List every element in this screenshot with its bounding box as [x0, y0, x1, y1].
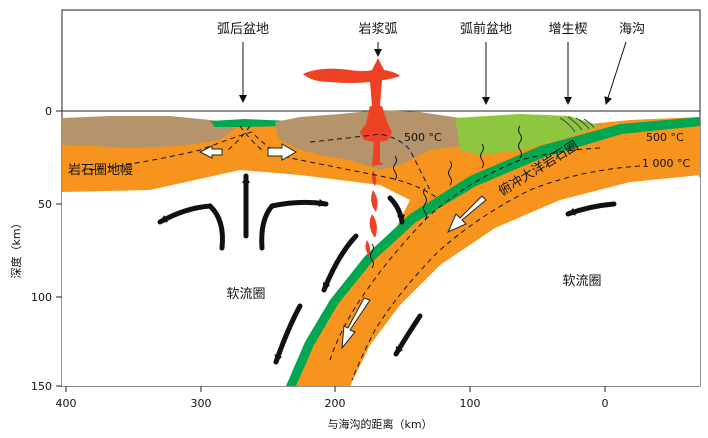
x-tick-label: 0 [602, 397, 609, 410]
plate-motion-arrows [198, 143, 487, 350]
y-tick-label: 100 [31, 291, 52, 304]
mantle-flow-arrows [157, 173, 617, 365]
continental-crust-left [62, 116, 240, 148]
label-trench: 海沟 [619, 22, 645, 37]
y-tick-label: 50 [38, 198, 52, 211]
label-asthenosphere-left: 软流圈 [226, 287, 265, 302]
subducting-lithosphere [288, 120, 700, 386]
label-lithospheric-mantle: 岩石圈地幔 [68, 163, 133, 178]
fluid-paths [370, 125, 522, 269]
back-arc-crust [210, 119, 290, 127]
label-magmatic-arc: 岩浆弧 [358, 22, 397, 37]
x-axis-title: 与海沟的距离（km） [327, 417, 432, 431]
x-tick-label: 300 [191, 397, 212, 410]
asthenosphere-right [350, 177, 700, 386]
label-isotherm-1000: 1 000 °C [642, 157, 690, 170]
magma-system [303, 58, 400, 256]
wedge-thrust-lines [559, 116, 595, 133]
label-asthenosphere-right: 软流圈 [562, 274, 601, 289]
label-fore-arc-basin: 弧前盆地 [460, 21, 512, 37]
y-tick-label: 0 [45, 105, 52, 118]
oceanic-crust [286, 117, 700, 386]
x-axis: 400 300 200 100 0 与海沟的距离（km） [56, 386, 609, 431]
label-accretionary-wedge: 增生楔 [548, 22, 587, 37]
callout-arrows [239, 41, 627, 105]
y-tick-label: 150 [31, 380, 52, 393]
accretionary-wedge [455, 114, 600, 155]
label-back-arc-basin: 弧后盆地 [217, 22, 269, 37]
x-tick-label: 200 [325, 397, 346, 410]
x-tick-label: 100 [460, 397, 481, 410]
y-axis: 0 50 100 150 深度（km） [9, 105, 62, 393]
label-isotherm-500-left: 500 °C [404, 131, 442, 144]
y-axis-title: 深度（km） [9, 217, 23, 278]
x-tick-label: 400 [56, 397, 77, 410]
label-isotherm-500-right: 500 °C [646, 131, 684, 144]
